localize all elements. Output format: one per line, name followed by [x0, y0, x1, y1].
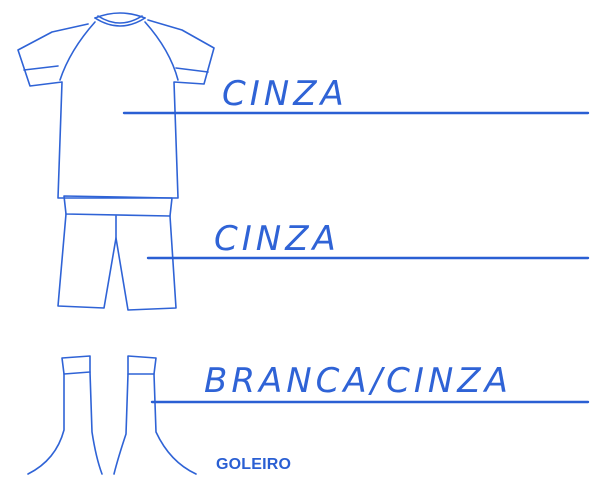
shirt-color-text: CINZA [222, 74, 348, 114]
shirt-illustration [17, 12, 215, 199]
shorts-color-text: CINZA [214, 219, 340, 259]
shorts-illustration [57, 195, 177, 311]
socks-illustration [27, 355, 197, 475]
socks-color-text: BRANCA/CINZA [204, 361, 512, 401]
position-label: GOLEIRO [216, 456, 292, 473]
